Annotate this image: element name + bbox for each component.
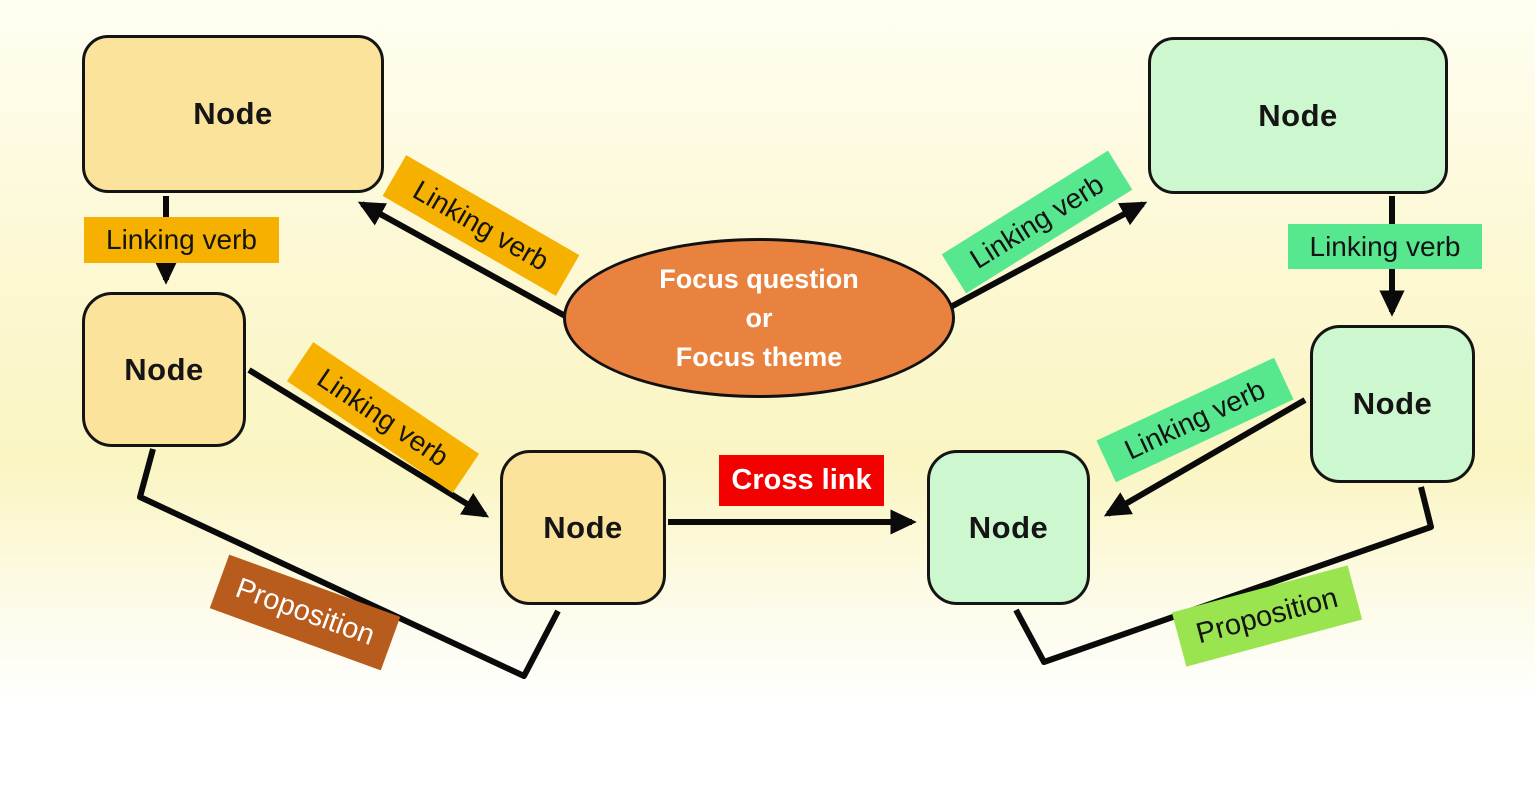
arrow-midright-to-bottomcenterright [1103, 397, 1307, 517]
proposition-connector-left [137, 448, 561, 679]
node-bottom-center-left: Node [500, 450, 666, 605]
node-bottom-center-right: Node [927, 450, 1090, 605]
focus-question-ellipse: Focus question or Focus theme [563, 238, 955, 398]
arrow-ellipse-to-topright [943, 201, 1148, 313]
linking-verb-label-right-vertical: Linking verb [1288, 224, 1482, 269]
node-middle-left: Node [82, 292, 246, 447]
focus-ellipse-line-2: or [745, 302, 773, 333]
linking-verb-label-left-vertical: Linking verb [84, 217, 279, 263]
arrow-ellipse-to-topleft [357, 201, 569, 320]
node-top-left: Node [82, 35, 384, 193]
focus-ellipse-line-3: Focus theme [675, 341, 843, 372]
cross-link-label: Cross link [719, 455, 884, 506]
node-top-right: Node [1148, 37, 1448, 194]
node-middle-right: Node [1310, 325, 1475, 483]
focus-ellipse-line-1: Focus question [659, 263, 859, 294]
arrow-midleft-to-bottomcenterleft [247, 367, 490, 518]
